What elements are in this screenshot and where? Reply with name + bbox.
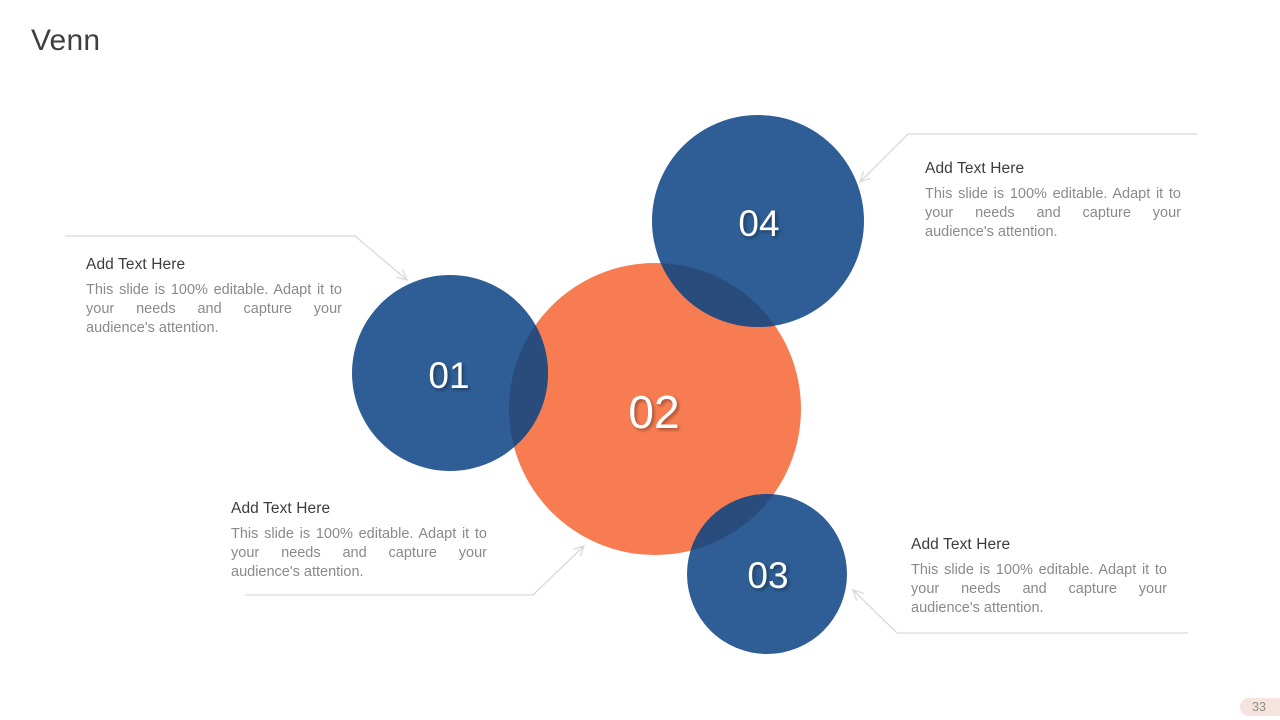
page-number: 33 xyxy=(1252,700,1266,714)
callout-arrow-icon xyxy=(851,588,864,601)
callout-block-02[interactable]: Add Text Here This slide is 100% editabl… xyxy=(231,500,487,582)
callout-line xyxy=(859,133,1197,183)
slide-title: Venn xyxy=(31,24,101,57)
callout-block-01[interactable]: Add Text Here This slide is 100% editabl… xyxy=(86,256,342,338)
callout-heading: Add Text Here xyxy=(911,536,1011,553)
callout-arrow-icon xyxy=(858,171,871,184)
venn-circle-02[interactable] xyxy=(509,263,801,555)
callout-heading: Add Text Here xyxy=(925,160,1025,177)
overlap-04-02 xyxy=(652,263,801,327)
circle-02-label: 02 xyxy=(628,386,679,438)
overlap-03-02 xyxy=(687,494,801,555)
callout-block-04[interactable]: Add Text Here This slide is 100% editabl… xyxy=(925,160,1181,242)
callout-arrow-icon xyxy=(396,269,409,281)
callout-heading: Add Text Here xyxy=(231,500,331,517)
circle-04-label: 04 xyxy=(738,203,779,244)
callout-line xyxy=(852,589,1188,634)
callout-block-03[interactable]: Add Text Here This slide is 100% editabl… xyxy=(911,536,1167,618)
callout-body: This slide is 100% editable. Adapt it to… xyxy=(925,186,1181,240)
callout-lines xyxy=(65,133,1197,634)
page-number-badge: 33 xyxy=(1240,698,1280,716)
venn-circle-01[interactable] xyxy=(352,275,548,471)
venn-overlaps xyxy=(509,263,801,555)
callout-arrow-icon xyxy=(573,544,586,557)
circle-03-label: 03 xyxy=(747,555,788,596)
callout-body: This slide is 100% editable. Adapt it to… xyxy=(911,562,1167,616)
callout-body: This slide is 100% editable. Adapt it to… xyxy=(86,282,342,336)
callout-body: This slide is 100% editable. Adapt it to… xyxy=(231,526,487,580)
callout-line xyxy=(245,545,585,596)
circle-01-label: 01 xyxy=(428,355,469,396)
callout-heading: Add Text Here xyxy=(86,256,186,273)
callout-line xyxy=(65,235,408,281)
